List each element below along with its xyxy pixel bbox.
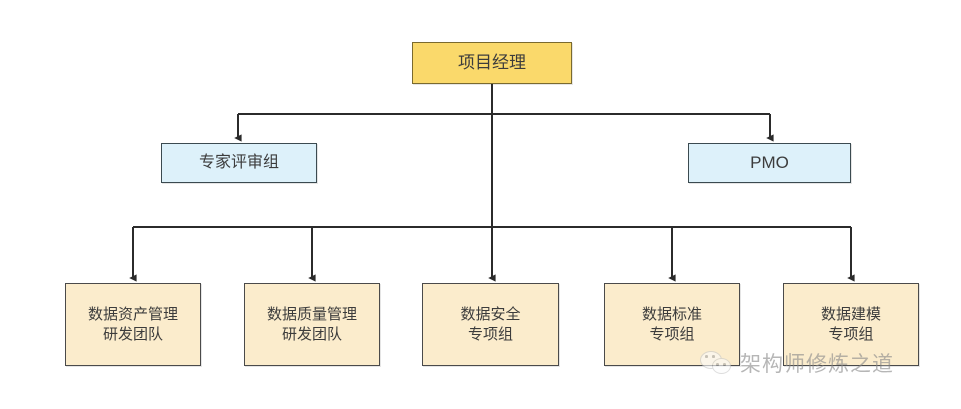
node-pmo-label: PMO	[750, 152, 789, 172]
node-data-quality-management-team-label: 数据质量管理 研发团队	[266, 305, 357, 343]
node-data-asset-management-team-label: 数据资产管理 研发团队	[87, 305, 178, 343]
node-data-standard-group[interactable]: 数据标准 专项组	[604, 283, 740, 366]
node-data-asset-management-team[interactable]: 数据资产管理 研发团队	[65, 283, 201, 366]
node-expert-review-group[interactable]: 专家评审组	[161, 143, 317, 183]
node-data-standard-group-label: 数据标准 专项组	[641, 305, 702, 343]
node-expert-review-group-label: 专家评审组	[198, 154, 279, 172]
node-data-modeling-group-label: 数据建模 专项组	[820, 305, 881, 343]
node-data-security-group[interactable]: 数据安全 专项组	[422, 283, 559, 366]
node-project-manager[interactable]: 项目经理	[412, 42, 572, 84]
node-data-security-group-label: 数据安全 专项组	[460, 305, 521, 343]
node-data-quality-management-team[interactable]: 数据质量管理 研发团队	[244, 283, 380, 366]
node-project-manager-label: 项目经理	[458, 52, 526, 72]
node-data-modeling-group[interactable]: 数据建模 专项组	[783, 283, 919, 366]
node-pmo[interactable]: PMO	[688, 143, 851, 183]
